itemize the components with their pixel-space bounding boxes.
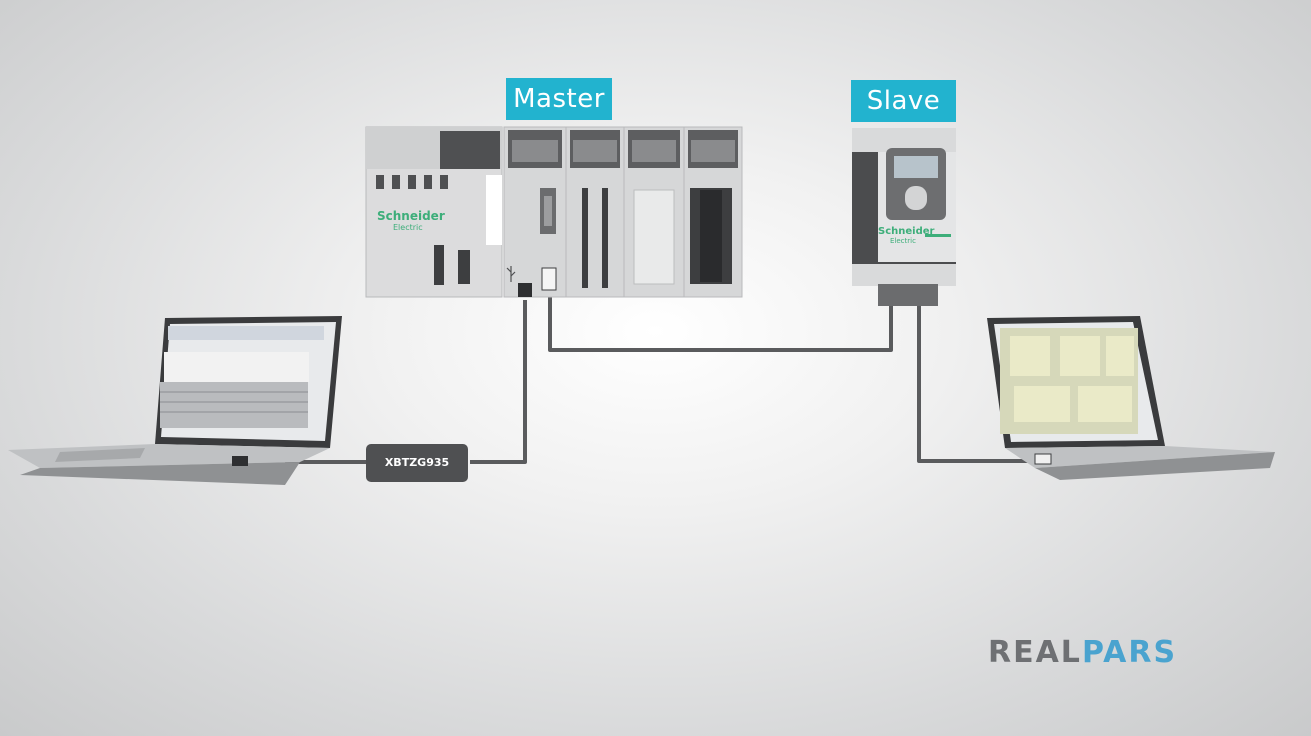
plc-brand-line1: Schneider <box>377 209 445 223</box>
logo-part-real: REAL <box>988 635 1082 670</box>
usb-icon <box>506 266 516 282</box>
right-laptop <box>987 316 1275 480</box>
cable-modbus-master-to-slave <box>548 290 893 352</box>
cable-usb-plc-to-adapter <box>470 300 527 464</box>
plc-brand-line2: Electric <box>393 223 423 232</box>
adapter-label: XBTZG935 <box>384 456 450 469</box>
slave-drive: Schneider Electric <box>852 128 956 306</box>
master-label: Master <box>506 78 612 120</box>
cable-slave-to-laptop <box>917 305 1035 463</box>
slave-label: Slave <box>851 80 956 122</box>
logo-part-pars: PARS <box>1081 635 1178 670</box>
left-laptop <box>8 316 342 485</box>
cables <box>285 290 1035 464</box>
master-plc: Schneider Electric <box>365 126 743 298</box>
drive-brand-line1: Schneider <box>878 226 935 237</box>
realpars-logo: REALPARS <box>988 636 1177 670</box>
usb-adapter <box>366 444 468 482</box>
drive-brand-line2: Electric <box>890 237 916 245</box>
